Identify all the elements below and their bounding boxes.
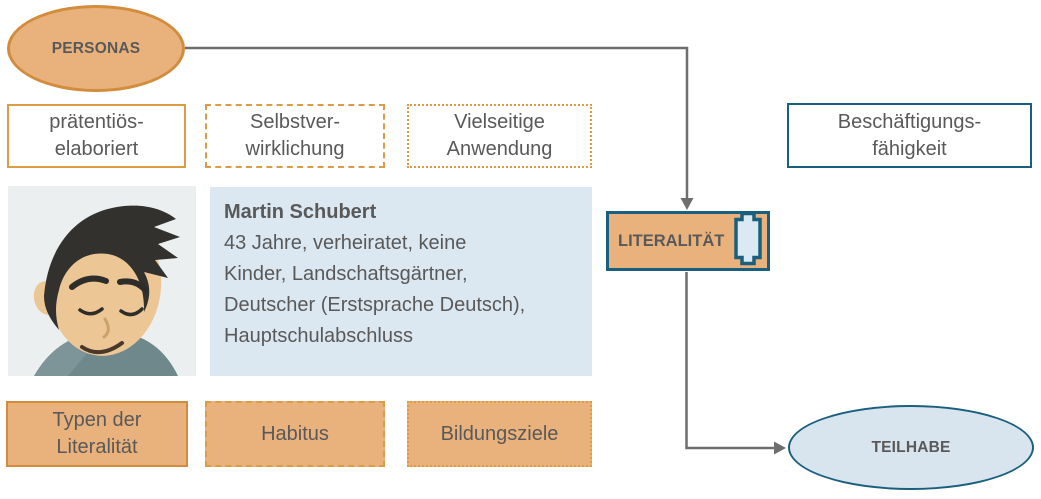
literalitaet-node: LITERALITÄT [606, 211, 770, 271]
arrowhead-down-icon [680, 198, 694, 210]
habitus-label: Habitus [261, 422, 329, 445]
vielseitige-line1: Vielseitige [454, 111, 545, 133]
cartoon-man-icon [8, 186, 196, 376]
beschaeftigungsfaehigkeit-line1: Beschäftigungs- [837, 110, 982, 133]
persona-info-card: Martin Schubert 43 Jahre, verheiratet, k… [210, 187, 592, 376]
teilhabe-node: TEILHABE [788, 405, 1034, 490]
persona-detail-line: Hauptschulabschluss [224, 325, 413, 347]
scroll-icon [734, 211, 762, 271]
persona-detail-line: Deutscher (Erstsprache Deutsch), [224, 294, 526, 316]
personas-label: PERSONAS [51, 39, 141, 57]
personas-node: PERSONAS [7, 5, 185, 92]
typen-der-literalitaet-box: Typen der Literalität [6, 401, 188, 467]
beschaeftigungsfaehigkeit-line2: fähigkeit [872, 137, 947, 160]
persona-name: Martin Schubert [224, 201, 377, 223]
persona-avatar-illustration [8, 186, 196, 376]
praetentioes-line2: elaboriert [54, 138, 139, 160]
typen-line1: Typen der [52, 409, 142, 431]
habitus-box: Habitus [205, 401, 385, 467]
selbstverwirklichung-line2: wirklichung [245, 138, 345, 160]
selbstverwirklichung-box: Selbstver- wirklichung [205, 104, 385, 168]
typen-line2: Literalität [56, 436, 138, 458]
bildungsziele-label: Bildungsziele [440, 422, 559, 445]
vielseitige-line2: Anwendung [446, 138, 553, 160]
teilhabe-label: TEILHABE [871, 438, 951, 456]
praetentioes-line1: prätentiös- [49, 111, 144, 133]
arrowhead-right-icon [774, 441, 786, 455]
persona-detail-line: 43 Jahre, verheiratet, keine [224, 232, 467, 254]
literalitaet-to-teilhabe-arrow-line [685, 272, 774, 450]
selbstverwirklichung-line1: Selbstver- [249, 111, 341, 133]
praetentioes-elaboriert-box: prätentiös- elaboriert [7, 104, 186, 168]
bildungsziele-box: Bildungsziele [407, 401, 592, 467]
beschaeftigungsfaehigkeit-box: Beschäftigungs- fähigkeit [787, 103, 1032, 168]
vielseitige-anwendung-box: Vielseitige Anwendung [407, 104, 592, 168]
literalitaet-label: LITERALITÄT [618, 231, 725, 250]
persona-detail-line: Kinder, Landschaftsgärtner, [224, 263, 468, 285]
